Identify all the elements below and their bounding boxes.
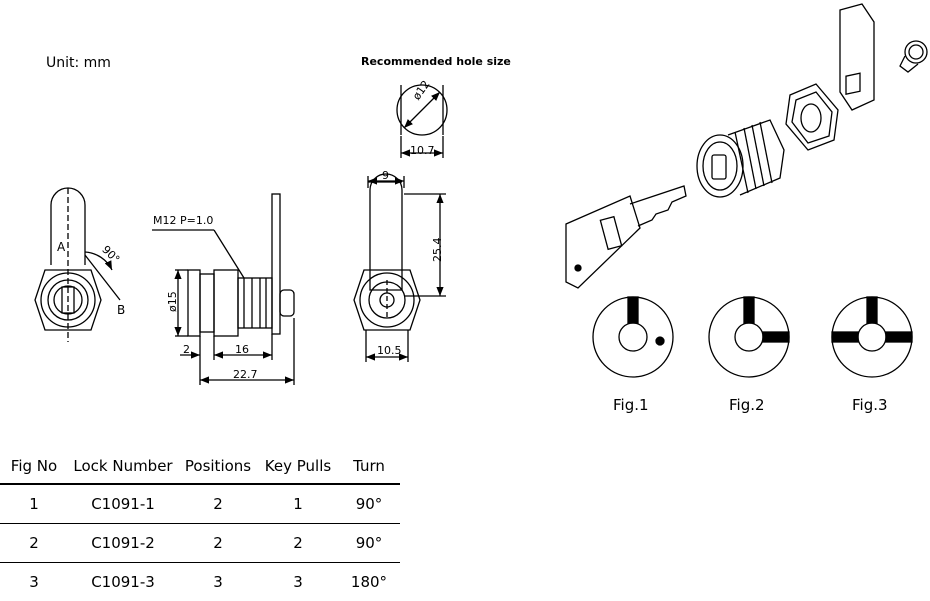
- cam-length-label: 25.4: [431, 238, 444, 263]
- fig2-disc: [709, 297, 789, 377]
- hex-nut-part: [786, 84, 838, 150]
- label-b: B: [117, 303, 125, 317]
- cell-key-pulls: 3: [258, 563, 338, 601]
- fig1-disc: [593, 297, 673, 377]
- cell-key-pulls: 2: [258, 524, 338, 563]
- flange-label: 2: [183, 343, 190, 356]
- header-fig-no: Fig No: [0, 452, 68, 484]
- header-lock-number: Lock Number: [68, 452, 178, 484]
- fig1-label: Fig.1: [613, 396, 649, 414]
- cell-fig-no: 1: [0, 484, 68, 524]
- fig3-disc: [832, 297, 912, 377]
- cam-part: [840, 4, 874, 110]
- exploded-view: [566, 4, 927, 377]
- cell-positions: 3: [178, 563, 258, 601]
- table-row: 3 C1091-3 3 3 180°: [0, 563, 400, 601]
- cell-positions: 2: [178, 524, 258, 563]
- cell-turn: 90°: [338, 524, 400, 563]
- screw-part: [900, 41, 927, 72]
- cell-lock-number: C1091-1: [68, 484, 178, 524]
- unit-label: Unit: mm: [46, 55, 111, 71]
- hole-flat-label: 10.7: [410, 144, 435, 157]
- table-header-row: Fig No Lock Number Positions Key Pulls T…: [0, 452, 400, 484]
- cell-fig-no: 3: [0, 563, 68, 601]
- label-a: A: [57, 240, 65, 254]
- fig3-label: Fig.3: [852, 396, 888, 414]
- overall-length-label: 22.7: [233, 368, 258, 381]
- header-key-pulls: Key Pulls: [258, 452, 338, 484]
- table-row: 2 C1091-2 2 2 90°: [0, 524, 400, 563]
- hole-size-title: Recommended hole size: [361, 55, 511, 68]
- fig2-label: Fig.2: [729, 396, 765, 414]
- front-view: [35, 188, 120, 342]
- body-diameter-label: ø15: [166, 291, 179, 312]
- thread-length-label: 16: [235, 343, 249, 356]
- cell-key-pulls: 1: [258, 484, 338, 524]
- rear-view: [354, 174, 446, 362]
- cell-lock-number: C1091-2: [68, 524, 178, 563]
- nut-width-label: 10.5: [377, 344, 402, 357]
- cell-lock-number: C1091-3: [68, 563, 178, 601]
- lock-spec-table: Fig No Lock Number Positions Key Pulls T…: [0, 452, 400, 601]
- lock-body-part: [697, 120, 784, 197]
- cell-turn: 180°: [338, 563, 400, 601]
- cell-fig-no: 2: [0, 524, 68, 563]
- header-positions: Positions: [178, 452, 258, 484]
- cell-positions: 2: [178, 484, 258, 524]
- thread-label: M12 P=1.0: [153, 214, 213, 227]
- header-turn: Turn: [338, 452, 400, 484]
- key-part: [566, 186, 686, 288]
- table-row: 1 C1091-1 2 1 90°: [0, 484, 400, 524]
- cell-turn: 90°: [338, 484, 400, 524]
- cam-width-label: 9: [382, 169, 389, 182]
